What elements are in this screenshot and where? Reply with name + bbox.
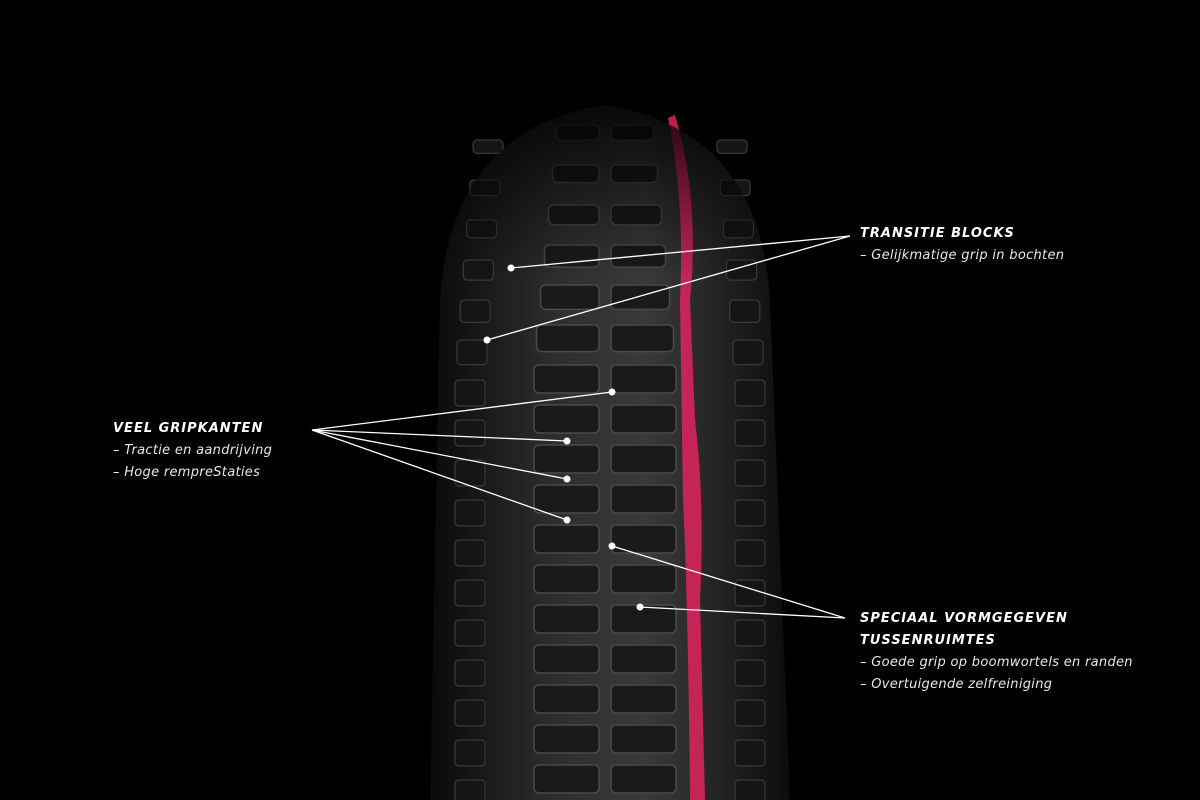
callout-line: – Tractie en aandrijving xyxy=(113,443,273,458)
callout-line: – Overtuigende zelfreiniging xyxy=(860,677,1053,692)
callout-transitie: TRANSITIE BLOCKS – Gelijkmatige grip in … xyxy=(860,223,1064,267)
callout-line xyxy=(639,606,846,619)
callout-line xyxy=(311,429,568,480)
callout-line xyxy=(311,429,568,442)
callout-veel: VEEL GRIPKANTEN – Tractie en aandrijving… xyxy=(113,418,272,484)
callout-line xyxy=(311,429,568,521)
callout-line xyxy=(611,545,846,619)
callout-dot xyxy=(507,264,515,272)
callout-line xyxy=(311,391,613,431)
callout-title: VEEL GRIPKANTEN xyxy=(113,421,264,436)
callout-title: TUSSENRUIMTES xyxy=(860,633,996,648)
tire-top-shadow xyxy=(430,105,790,800)
callout-line: – Goede grip op boomwortels en randen xyxy=(860,655,1133,670)
callout-dot xyxy=(483,336,491,344)
side-knob xyxy=(472,139,504,154)
callout-line: – Gelijkmatige grip in bochten xyxy=(860,248,1065,263)
callout-dot xyxy=(608,388,616,396)
callout-title: TRANSITIE BLOCKS xyxy=(860,226,1015,241)
callout-line: – Hoge rempreStaties xyxy=(113,465,261,480)
callout-dot xyxy=(608,542,616,550)
side-knob xyxy=(716,139,748,154)
callout-dot xyxy=(563,516,571,524)
callout-dot xyxy=(636,603,644,611)
callout-speciaal: SPECIAAL VORMGEGEVEN TUSSENRUIMTES – Goe… xyxy=(860,608,1133,696)
callout-dot xyxy=(563,437,571,445)
callout-dot xyxy=(563,475,571,483)
callout-lines xyxy=(311,235,851,619)
callout-line xyxy=(510,235,851,269)
callout-title: SPECIAAL VORMGEGEVEN xyxy=(860,611,1068,626)
callout-dots xyxy=(483,264,644,611)
callout-line xyxy=(486,235,851,341)
